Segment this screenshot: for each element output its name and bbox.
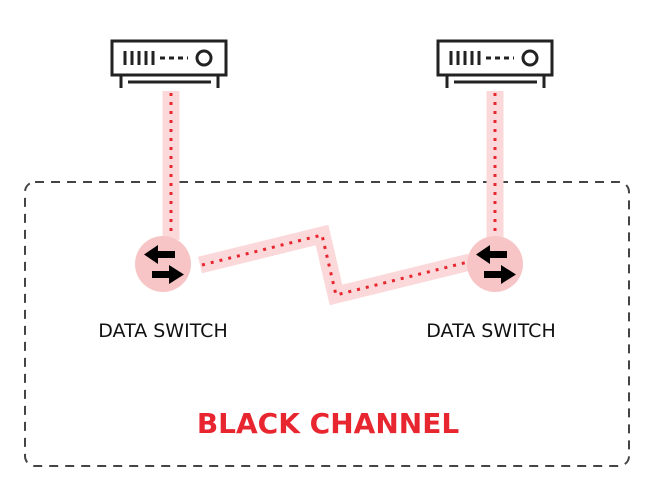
black-channel-container [24, 181, 630, 467]
link-dots-zigzag [201, 233, 469, 297]
switch-circle [135, 236, 191, 292]
bidirectional-arrows-icon [144, 245, 184, 284]
switch-left [135, 236, 191, 292]
switch-left-label: DATA SWITCH [98, 320, 227, 342]
server-left [110, 39, 228, 88]
bidirectional-arrows-icon [476, 245, 516, 284]
switch-right-label: DATA SWITCH [426, 320, 555, 342]
server-icon [110, 39, 228, 88]
switch-circle [467, 236, 523, 292]
link-dots [169, 93, 497, 297]
black-channel-label: BLACK CHANNEL [197, 407, 459, 440]
server-right [436, 39, 554, 88]
link-bands [162, 91, 504, 306]
link-band-zigzag [197, 224, 473, 306]
switch-right [467, 236, 523, 292]
server-icon [436, 39, 554, 88]
